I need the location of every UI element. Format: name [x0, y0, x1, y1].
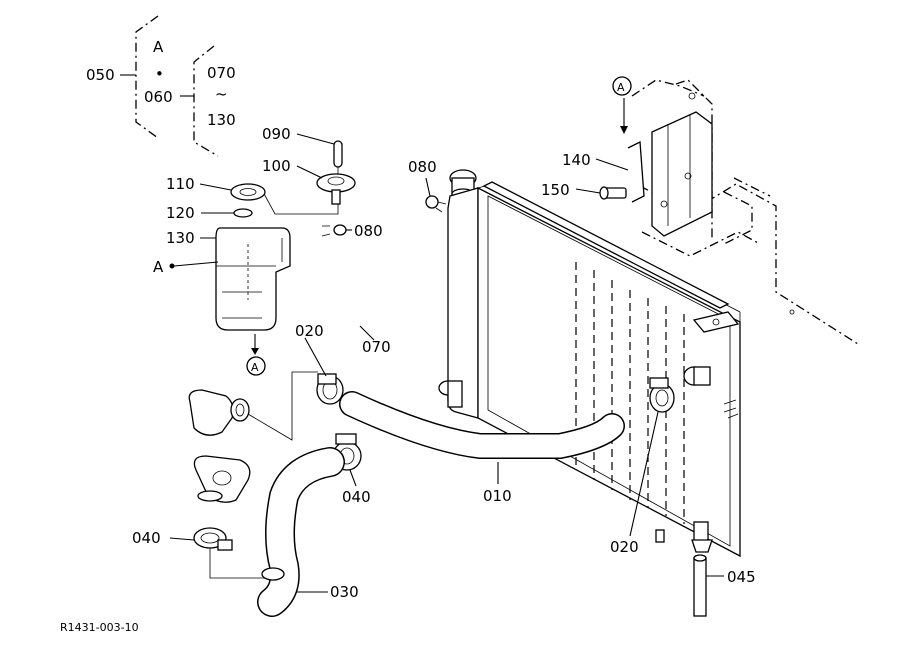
reference-bracket-group: A • 050 060 070 ~ 130: [86, 15, 236, 157]
callout-130: 130: [166, 229, 195, 247]
callout-045: 045: [727, 568, 756, 586]
clamp-020-left: 020: [295, 322, 344, 405]
callout-a-top: A: [153, 38, 164, 56]
reserve-tank-group: 090 100 110 120 130 A: [153, 125, 356, 376]
clamp-020-right: 020: [610, 377, 675, 556]
callout-a-circle-bottom: A: [251, 361, 259, 374]
thermostat-housing-fitting: [188, 371, 318, 441]
upper-hose-030: 030: [257, 447, 359, 617]
callout-090: 090: [262, 125, 291, 143]
callout-150: 150: [541, 181, 570, 199]
callout-120: 120: [166, 204, 195, 222]
callout-dot: •: [155, 65, 164, 83]
callout-130-top: 130: [207, 111, 236, 129]
callout-020-left: 020: [295, 322, 324, 340]
callout-040-mid: 040: [342, 488, 371, 506]
drain-hose-045: 045: [693, 554, 756, 617]
frame-bracket: 140 150 A: [541, 76, 859, 345]
callout-040-left: 040: [132, 529, 161, 547]
callout-080-left: 080: [354, 222, 383, 240]
callout-060: 060: [144, 88, 173, 106]
callout-010: 010: [483, 487, 512, 505]
callout-110: 110: [166, 175, 195, 193]
callout-030: 030: [330, 583, 359, 601]
callout-a-left: A: [153, 258, 164, 276]
callout-020-right: 020: [610, 538, 639, 556]
callout-a-circle-top: A: [617, 81, 625, 94]
callout-070: 070: [362, 338, 391, 356]
radiator-core: [438, 169, 741, 558]
callout-100: 100: [262, 157, 291, 175]
water-flange: [193, 455, 251, 503]
clamp-040-left: 040: [132, 527, 273, 579]
callout-050: 050: [86, 66, 115, 84]
lower-hose-010: 010: [339, 391, 625, 505]
callout-approx: ~: [215, 85, 228, 103]
callout-080-top: 080: [408, 158, 437, 176]
callout-070-top: 070: [207, 64, 236, 82]
callout-140: 140: [562, 151, 591, 169]
overflow-hose-group: 070 080 080: [321, 158, 447, 356]
drawing-id: R1431-003-10: [60, 621, 139, 634]
